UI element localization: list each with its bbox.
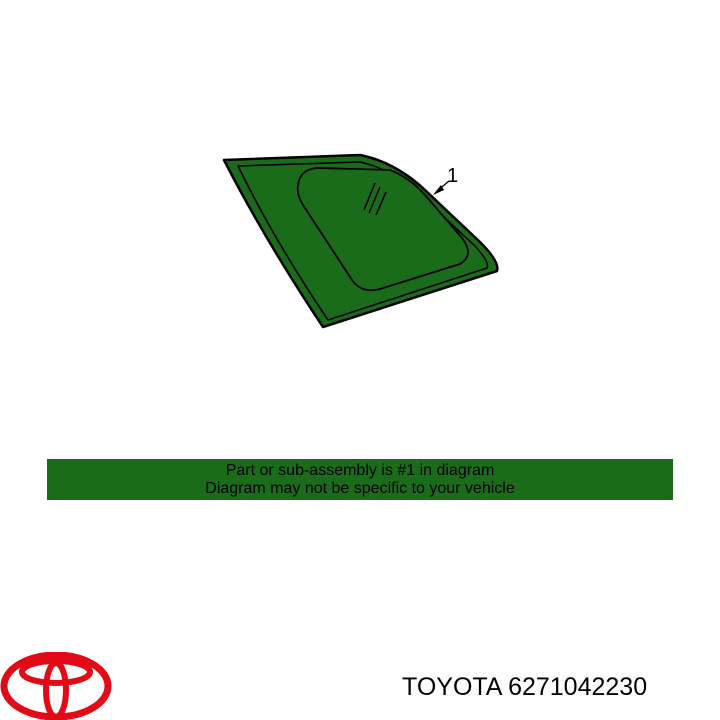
logo-vertical-ring bbox=[43, 660, 69, 720]
banner-line-2: Diagram may not be specific to your vehi… bbox=[205, 480, 515, 497]
toyota-logo-icon bbox=[0, 652, 112, 720]
part-number: 6271042230 bbox=[508, 673, 648, 701]
reflection-mark bbox=[363, 182, 376, 211]
reflection-mark bbox=[368, 186, 381, 214]
diagram-notice-banner: Part or sub-assembly is #1 in diagram Di… bbox=[47, 459, 673, 500]
glass-pane bbox=[296, 167, 469, 292]
banner-line-1: Part or sub-assembly is #1 in diagram bbox=[225, 462, 495, 479]
callout-arrowhead bbox=[433, 185, 444, 195]
part-number-label: TOYOTA 6271042230 bbox=[402, 672, 647, 702]
reflection-mark bbox=[375, 191, 387, 216]
callout-number: 1 bbox=[447, 165, 458, 187]
brand-name: TOYOTA bbox=[402, 673, 502, 701]
